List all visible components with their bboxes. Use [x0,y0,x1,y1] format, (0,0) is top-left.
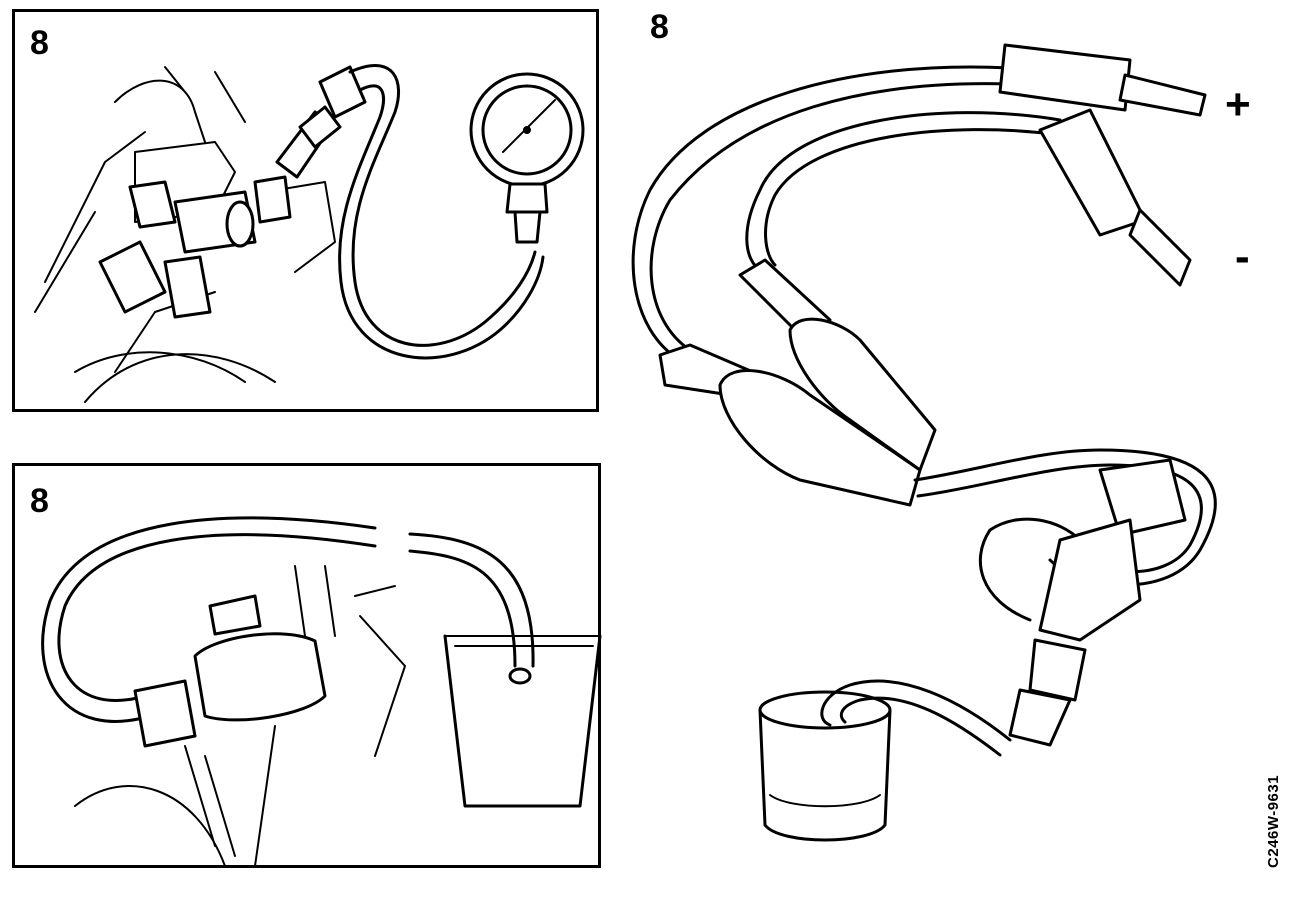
negative-terminal-label: - [1235,232,1250,281]
drain-hose-illustration [41,516,602,867]
panel-drain-hose: 8 [12,463,602,868]
positive-terminal-label: + [1225,80,1251,129]
step-number: 8 [30,24,49,62]
step-number: 8 [650,8,669,46]
panel-pressure-gauge: 8 [12,9,599,412]
pressure-gauge-illustration [34,64,585,403]
step-number: 8 [30,482,49,520]
figure-code: C246W-9631 [1265,774,1282,868]
